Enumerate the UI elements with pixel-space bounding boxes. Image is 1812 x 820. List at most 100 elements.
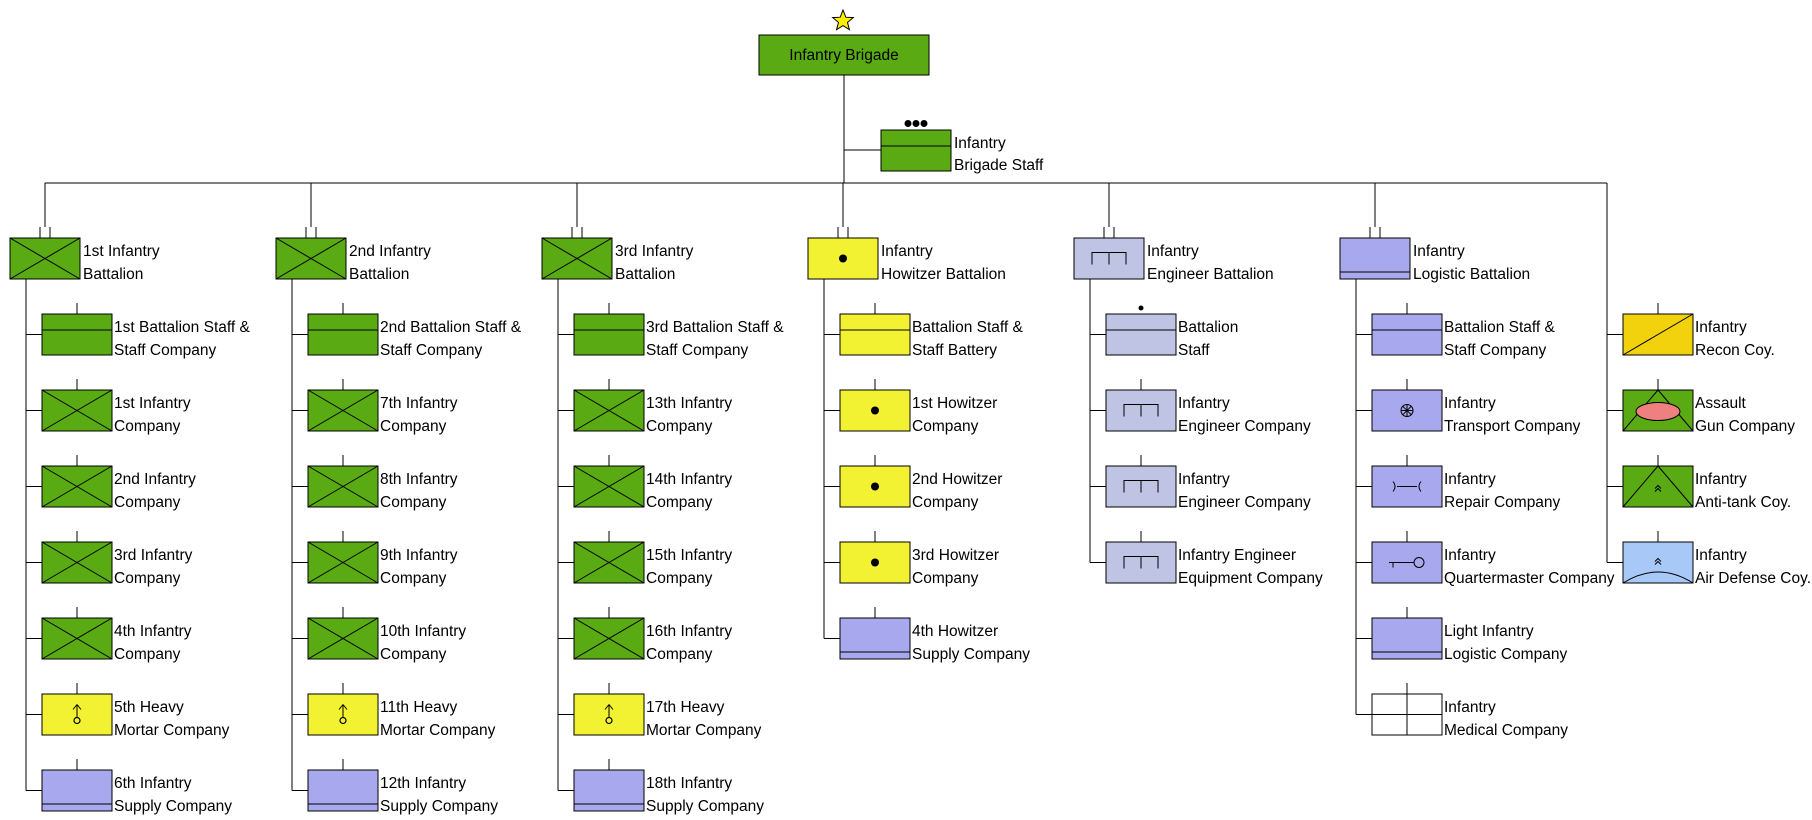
supply-icon [1339, 227, 1411, 280]
unit-label-line1: 17th Heavy [646, 699, 725, 716]
unit-label-line2: Supply Company [912, 646, 1030, 663]
unit-label-line1: Infantry [1695, 547, 1747, 564]
unit-label-line2: Company [114, 418, 181, 435]
unit-label-line2: Staff Battery [912, 342, 997, 359]
unit-label-line2: Staff Company [114, 342, 216, 359]
infantry-icon [541, 227, 613, 280]
unit-label-line2: Gun Company [1695, 418, 1795, 435]
unit-label-line2: Company [646, 418, 713, 435]
supply-icon [573, 759, 645, 812]
unit-label-line2: Transport Company [1444, 418, 1581, 435]
unit-label-line2: Company [114, 494, 181, 511]
battalion-label-line2: Howitzer Battalion [881, 266, 1006, 283]
brigade-staff-label-line2: Brigade Staff [954, 157, 1044, 174]
infantry-icon [41, 379, 113, 432]
unit-label-line1: 1st Howitzer [912, 395, 997, 412]
unit-label-line1: 8th Infantry [380, 471, 458, 488]
howitzer-staff-icon [839, 303, 911, 356]
engineer-icon [1105, 531, 1177, 584]
unit-label-line1: 7th Infantry [380, 395, 458, 412]
unit-label-line1: Battalion [1178, 319, 1238, 336]
unit-label-line1: 6th Infantry [114, 775, 192, 792]
unit-label-line1: 14th Infantry [646, 471, 732, 488]
battalion-label-line1: Infantry [1147, 243, 1199, 260]
brigade-staff-dot [904, 120, 912, 127]
unit-label-line1: 2nd Battalion Staff & [380, 319, 522, 336]
unit-label-line1: Infantry [1444, 471, 1496, 488]
infantry-icon [41, 455, 113, 508]
supply-icon [307, 759, 379, 812]
unit-label-line1: Battalion Staff & [912, 319, 1024, 336]
brigade-title: Infantry Brigade [789, 47, 898, 64]
anti-tank-icon [1622, 455, 1694, 508]
unit-label-line2: Company [646, 570, 713, 587]
unit-label-line2: Company [380, 646, 447, 663]
infantry-icon [41, 607, 113, 660]
unit-label-line2: Company [646, 494, 713, 511]
battalion-label-line2: Battalion [349, 266, 409, 283]
battalion-label-line2: Logistic Battalion [1413, 266, 1530, 283]
infantry-icon [307, 379, 379, 432]
brigade-staff-dot [912, 120, 920, 127]
unit-label-line1: Battalion Staff & [1444, 319, 1556, 336]
infantry-icon [307, 607, 379, 660]
repair-icon [1371, 455, 1443, 508]
logistics-staff-icon [1371, 303, 1443, 356]
unit-label-line1: 3rd Battalion Staff & [646, 319, 784, 336]
battalion-label-line1: Infantry [881, 243, 933, 260]
unit-label-line1: 15th Infantry [646, 547, 732, 564]
unit-label-line2: Staff Company [646, 342, 748, 359]
unit-label-line2: Staff Company [380, 342, 482, 359]
unit-label-line1: 4th Infantry [114, 623, 192, 640]
unit-label-line1: Infantry [1178, 471, 1230, 488]
unit-label-line2: Company [380, 570, 447, 587]
infantry-icon [573, 607, 645, 660]
infantry-staff-icon [41, 303, 113, 356]
engineer-icon [1073, 227, 1145, 280]
unit-label-line2: Company [646, 646, 713, 663]
unit-label-line2: Company [114, 646, 181, 663]
unit-label-line1: 1st Infantry [114, 395, 191, 412]
unit-label-line2: Company [380, 418, 447, 435]
infantry-icon [573, 455, 645, 508]
unit-label-line1: Infantry [1444, 699, 1496, 716]
unit-label-line1: 2nd Infantry [114, 471, 196, 488]
unit-label-line1: 9th Infantry [380, 547, 458, 564]
mortar-icon [41, 683, 113, 736]
unit-label-line1: 12th Infantry [380, 775, 466, 792]
unit-label-line1: Infantry [1695, 319, 1747, 336]
unit-label-line2: Air Defense Coy. [1695, 570, 1811, 587]
unit-label-line1: 3rd Infantry [114, 547, 193, 564]
quartermaster-icon [1371, 531, 1443, 584]
infantry-icon [307, 531, 379, 584]
supply-icon [1371, 607, 1443, 660]
infantry-staff-icon [573, 303, 645, 356]
assault-gun-icon [1622, 379, 1694, 432]
battalion-label-line2: Battalion [615, 266, 675, 283]
unit-label-line1: 3rd Howitzer [912, 547, 999, 564]
battalion-label-line1: 3rd Infantry [615, 243, 694, 260]
unit-label-line1: 5th Heavy [114, 699, 184, 716]
engineer-staff-icon [1105, 305, 1177, 356]
brigade-box [758, 34, 930, 76]
transport-icon [1371, 379, 1443, 432]
howitzer-icon [839, 379, 911, 432]
unit-label-line1: Assault [1695, 395, 1747, 412]
supply-icon [41, 759, 113, 812]
infantry-staff-icon [880, 129, 952, 172]
mortar-icon [573, 683, 645, 736]
infantry-icon [307, 455, 379, 508]
howitzer-icon [839, 531, 911, 584]
unit-label-line1: Light Infantry [1444, 623, 1534, 640]
battalion-label-line1: 1st Infantry [83, 243, 160, 260]
unit-label-line2: Supply Company [646, 798, 764, 815]
